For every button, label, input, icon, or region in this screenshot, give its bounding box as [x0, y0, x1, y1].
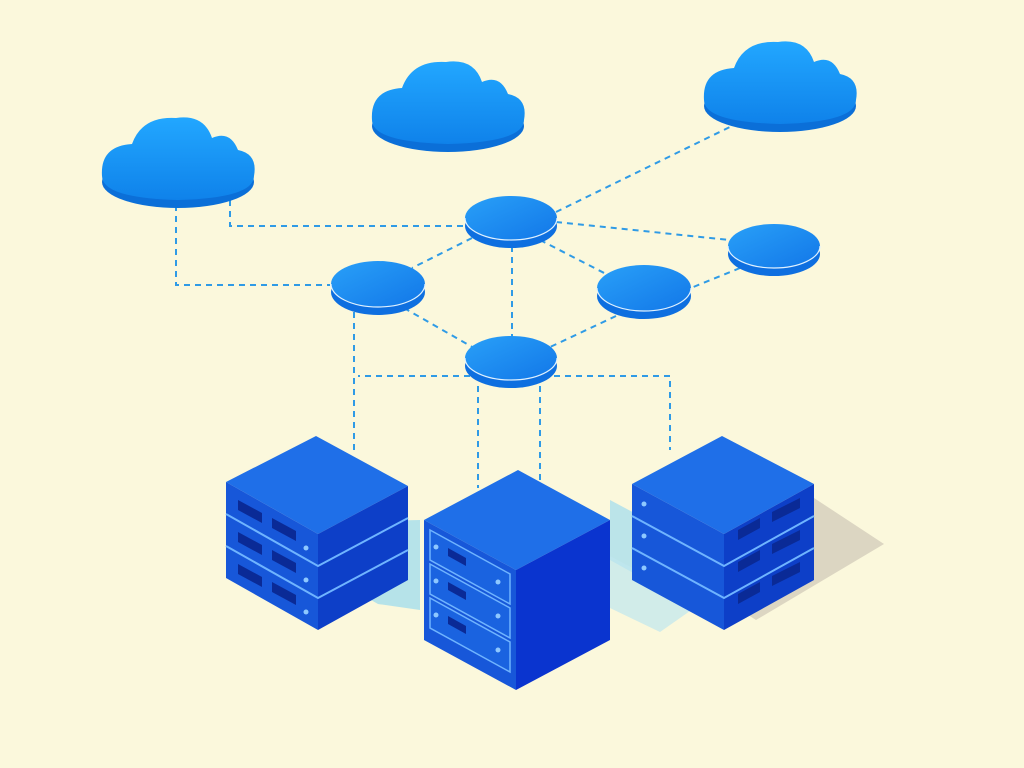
network-node-icon — [464, 196, 558, 248]
network-node-icon — [596, 265, 692, 319]
cloud-icon — [101, 117, 255, 208]
network-node-icon — [330, 261, 426, 315]
connector-lines — [175, 123, 741, 488]
cloud-icon — [703, 41, 857, 132]
server-tower-icon — [424, 470, 610, 690]
network-node-icon — [464, 336, 558, 388]
connector-hub-mid-node — [539, 239, 611, 277]
server-rack-icon — [631, 436, 815, 630]
connector-hub-left-node — [411, 237, 473, 269]
connector-left-lower-node — [403, 307, 475, 349]
server-rack-icon — [225, 436, 409, 630]
connector-right-mid-node — [685, 267, 741, 291]
cloud-icon — [371, 61, 525, 152]
connector-hub-right-node — [555, 221, 731, 241]
connector-hub-right-cloud — [555, 123, 737, 213]
connector-lower-node-right — [554, 375, 671, 450]
network-node-icon — [727, 224, 821, 276]
connector-mid-lower-node — [547, 315, 617, 349]
connector-left-cloud-node — [175, 205, 330, 286]
connector-left-cloud-hub — [229, 200, 466, 227]
